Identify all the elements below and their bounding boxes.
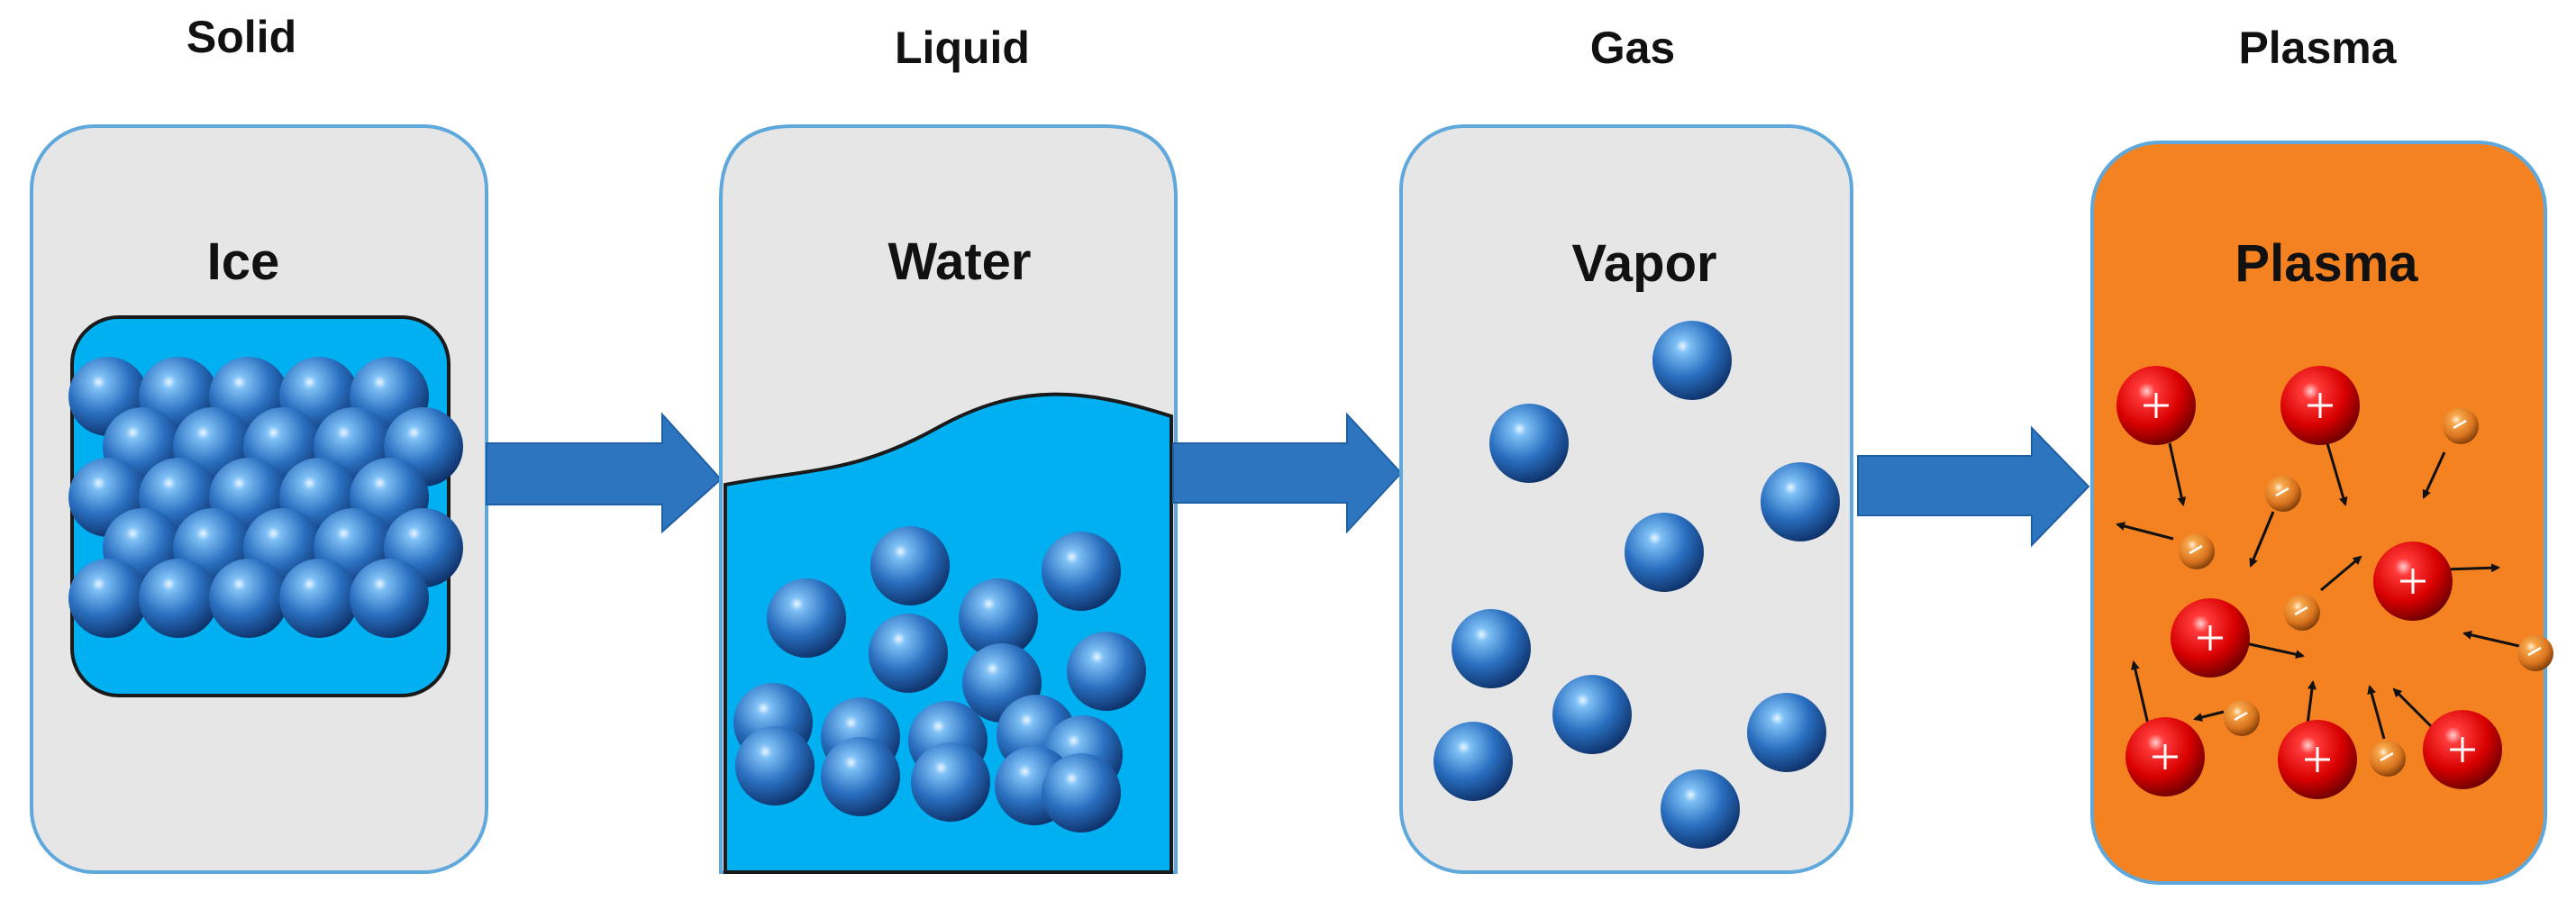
water-label: Water	[888, 232, 1032, 291]
motion-arrow	[2193, 710, 2225, 722]
vapor-molecule	[1489, 404, 1569, 483]
electron	[2265, 476, 2301, 512]
minus-sign-icon	[2275, 487, 2289, 497]
motion-arrow	[2367, 685, 2386, 740]
heading-solid: Solid	[187, 12, 296, 62]
minus-sign-icon	[2380, 751, 2394, 762]
water-molecule	[821, 737, 900, 816]
ice-molecule	[279, 559, 359, 638]
minus-sign-icon	[2453, 419, 2467, 430]
ice-molecule	[68, 559, 148, 638]
plus-sign-icon	[2400, 569, 2426, 594]
gas-panel: Vapor	[1399, 124, 1853, 874]
gas-box	[1399, 124, 1853, 874]
plasma-label: Plasma	[2235, 234, 2418, 293]
ice-molecule	[350, 559, 429, 638]
solid-panel: Ice	[30, 124, 488, 874]
motion-arrow	[2168, 442, 2187, 506]
plus-sign-icon	[2144, 393, 2169, 418]
vapor-molecules	[1434, 321, 1840, 849]
electron	[2224, 700, 2260, 736]
water-molecule	[735, 726, 815, 805]
vapor-molecule	[1625, 513, 1704, 592]
electron	[2517, 635, 2553, 671]
vapor-molecule	[1652, 321, 1732, 400]
water-molecules	[733, 526, 1146, 833]
motion-arrow	[2422, 451, 2446, 499]
heading-gas: Gas	[1590, 23, 1676, 73]
ice-label: Ice	[207, 232, 280, 291]
motion-arrow	[2392, 687, 2435, 730]
electron	[2284, 595, 2320, 631]
plasma-particles	[2116, 366, 2553, 799]
motion-arrow	[2116, 522, 2174, 541]
motion-arrow	[2130, 660, 2151, 729]
vapor-molecule	[1661, 769, 1740, 849]
ice-molecules	[68, 357, 463, 638]
plus-sign-icon	[2305, 747, 2330, 772]
motion-arrow	[2462, 630, 2524, 649]
vapor-molecule	[1452, 609, 1531, 688]
heading-liquid: Liquid	[895, 23, 1030, 73]
plus-sign-icon	[2153, 744, 2178, 769]
electron	[2370, 741, 2406, 777]
vapor-molecule	[1552, 675, 1632, 754]
electron	[2443, 408, 2479, 444]
ice-molecule	[209, 559, 288, 638]
heading-plasma: Plasma	[2238, 23, 2397, 73]
motion-arrow	[2320, 555, 2362, 592]
vapor-label: Vapor	[1571, 234, 1716, 293]
water-molecule	[911, 742, 990, 822]
minus-sign-icon	[2527, 646, 2542, 657]
water-molecule	[870, 526, 950, 605]
minus-sign-icon	[2189, 544, 2203, 555]
water-molecule	[959, 578, 1038, 658]
vapor-molecule	[1434, 722, 1513, 801]
water-molecule	[767, 578, 846, 658]
vapor-molecule	[1747, 693, 1826, 772]
motion-arrow	[2249, 511, 2275, 568]
motion-arrow	[2306, 680, 2317, 725]
arrow-solid-to-liquid	[486, 412, 723, 534]
water-molecule	[1067, 632, 1146, 711]
plasma-panel: Plasma	[2090, 141, 2553, 885]
arrow-liquid-to-gas	[1172, 412, 1403, 534]
water-molecule	[1042, 532, 1121, 611]
minus-sign-icon	[2294, 605, 2308, 616]
motion-arrow	[2326, 442, 2348, 506]
electron	[2179, 533, 2215, 569]
plasma-box	[2090, 141, 2547, 885]
water-molecule	[1042, 753, 1121, 833]
water-molecule	[869, 614, 948, 693]
motion-arrow	[2444, 563, 2500, 573]
plus-sign-icon	[2450, 737, 2475, 762]
ice-molecule	[139, 559, 218, 638]
liquid-panel: Water	[719, 124, 1178, 874]
plus-sign-icon	[2198, 625, 2223, 651]
arrow-gas-to-plasma	[1857, 425, 2090, 548]
plus-sign-icon	[2307, 393, 2333, 418]
minus-sign-icon	[2234, 711, 2248, 722]
vapor-molecule	[1761, 462, 1840, 541]
